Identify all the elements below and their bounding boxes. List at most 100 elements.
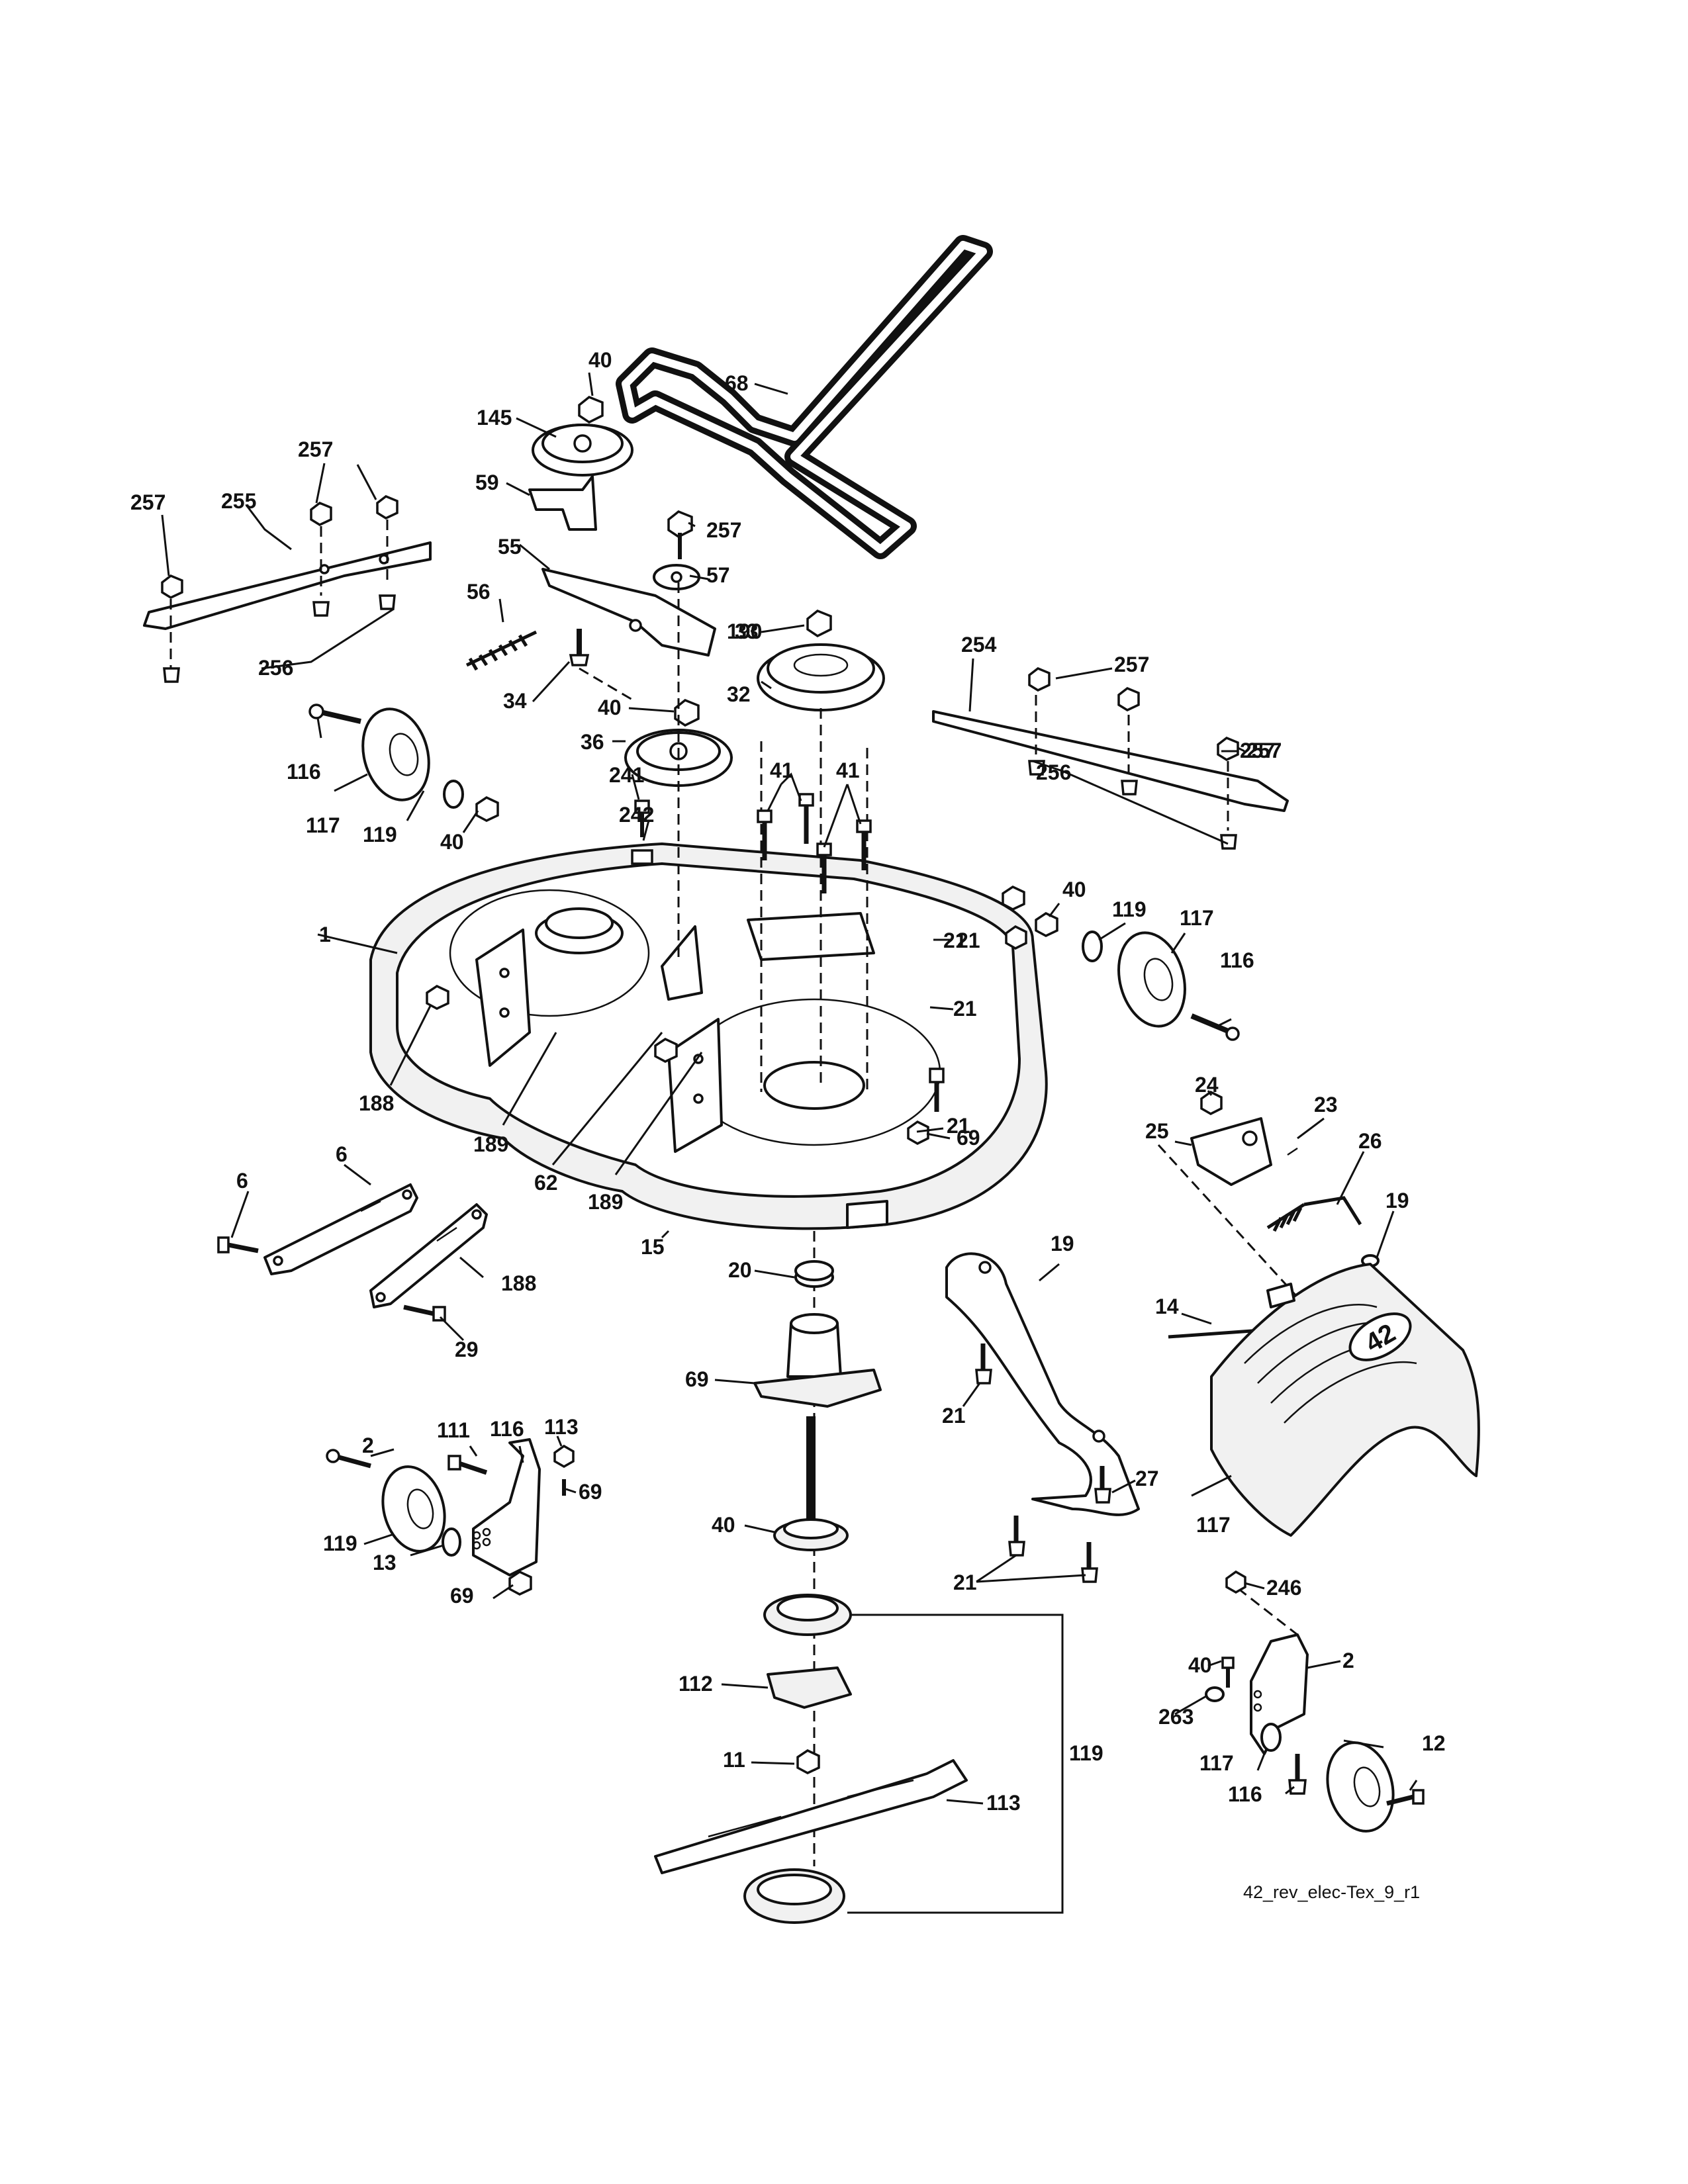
callout: 62: [534, 1171, 558, 1195]
callout: 6: [336, 1142, 348, 1166]
callout: 2: [1342, 1649, 1354, 1672]
callout: 1: [319, 923, 331, 946]
callout: 40: [598, 696, 622, 719]
callout: 145: [477, 406, 512, 430]
callout: 256: [258, 656, 293, 680]
callout: 27: [1135, 1467, 1159, 1490]
callout: 116: [1228, 1782, 1262, 1806]
callout: 263: [1158, 1705, 1194, 1729]
callout-leaders: [161, 372, 1418, 1805]
left-baffle: [143, 494, 432, 683]
mounting-brackets: [217, 1183, 488, 1322]
callout: 21: [947, 1114, 970, 1138]
deflector-bracket: [907, 925, 1140, 1583]
callout: 40: [712, 1513, 735, 1537]
idler-pulley-assembly: [528, 395, 733, 787]
callout: 256: [1036, 760, 1071, 784]
center-pulley-stack: [653, 510, 885, 711]
callout: 40: [588, 348, 612, 372]
callout: 242: [619, 803, 654, 827]
callout: 189: [473, 1132, 508, 1156]
deck-bolts: [631, 793, 872, 893]
spring-and-bolt: [465, 629, 590, 671]
callout: 113: [986, 1791, 1021, 1815]
callout: 19: [1051, 1232, 1074, 1255]
callout: 112: [679, 1672, 713, 1696]
callout: 59: [475, 471, 499, 494]
discharge-chute: 42: [1168, 1090, 1480, 1537]
callout: 119: [323, 1531, 357, 1555]
callout: 189: [588, 1190, 623, 1214]
callout: 69: [579, 1480, 602, 1504]
callout: 117: [306, 813, 340, 837]
callout: 69: [685, 1367, 709, 1391]
callout: 29: [455, 1338, 479, 1361]
callout: 41: [836, 758, 860, 782]
callout: 255: [221, 489, 256, 513]
callout: 119: [363, 823, 397, 846]
callout: 246: [1266, 1576, 1301, 1600]
callout: 257: [130, 490, 165, 514]
callout: 117: [1199, 1751, 1234, 1775]
callout: 113: [544, 1415, 579, 1439]
callout: 13: [373, 1551, 397, 1574]
drawing-id: 42_rev_elec-Tex_9_r1: [1243, 1882, 1420, 1902]
callout: 33: [735, 619, 759, 643]
callout: 15: [641, 1235, 665, 1259]
callout: 40: [440, 830, 464, 854]
callout: 57: [706, 563, 730, 587]
gauge-wheel-lower-right: [1205, 1570, 1425, 1833]
mower-deck-housing: [369, 842, 1048, 1230]
callout: 69: [450, 1584, 474, 1608]
callout: 188: [501, 1271, 536, 1295]
drive-belt: [616, 235, 993, 559]
callout: 21: [957, 929, 980, 952]
callout: 34: [503, 689, 527, 713]
spindle-assembly: [654, 1260, 1064, 1924]
callout: 56: [467, 580, 491, 604]
callout: 257: [1246, 739, 1282, 762]
callout: 6: [236, 1169, 248, 1193]
callout: 188: [359, 1091, 394, 1115]
callout: 36: [581, 730, 604, 754]
callout-labels: 40 145 59 68 257 257 255 257 55 57 56 19…: [130, 348, 1446, 1815]
callout: 55: [498, 535, 522, 559]
callout: 32: [727, 682, 751, 706]
callout: 117: [1180, 906, 1214, 930]
callout: 257: [298, 437, 333, 461]
callout: 21: [953, 1570, 977, 1594]
callout: 26: [1358, 1129, 1382, 1153]
callout: 2: [362, 1433, 374, 1457]
callout: 14: [1155, 1295, 1179, 1318]
callout: 21: [953, 997, 977, 1021]
callout: 254: [961, 633, 997, 657]
callout: 40: [1188, 1653, 1212, 1677]
callout: 190: [727, 619, 762, 643]
callout: 257: [1240, 739, 1275, 762]
callout: 41: [770, 758, 794, 782]
right-baffle: [932, 666, 1289, 850]
callout: 111: [437, 1418, 470, 1442]
gauge-wheel-upper-left: [308, 704, 499, 822]
callout: 117: [1196, 1513, 1231, 1537]
callout: 69: [957, 1126, 980, 1150]
callout: 11: [723, 1748, 745, 1772]
callout: 241: [609, 763, 644, 787]
callout: 116: [1220, 948, 1254, 972]
callout: 257: [706, 518, 741, 542]
callout: 68: [725, 371, 749, 395]
callout: 24: [1195, 1073, 1219, 1097]
gauge-wheel-lower-left: [326, 1438, 575, 1596]
callout: 119: [1069, 1741, 1103, 1765]
callout: 19: [1385, 1189, 1409, 1212]
callout: 257: [1114, 653, 1149, 676]
callout: 116: [287, 760, 321, 784]
callout: 40: [1062, 878, 1086, 901]
callout: 25: [1145, 1119, 1169, 1143]
callout: 119: [1112, 897, 1147, 921]
callout: 12: [1422, 1731, 1446, 1755]
gauge-wheel-right: [1035, 911, 1240, 1041]
callout: 23: [1314, 1093, 1338, 1116]
callout: 21: [942, 1404, 966, 1428]
